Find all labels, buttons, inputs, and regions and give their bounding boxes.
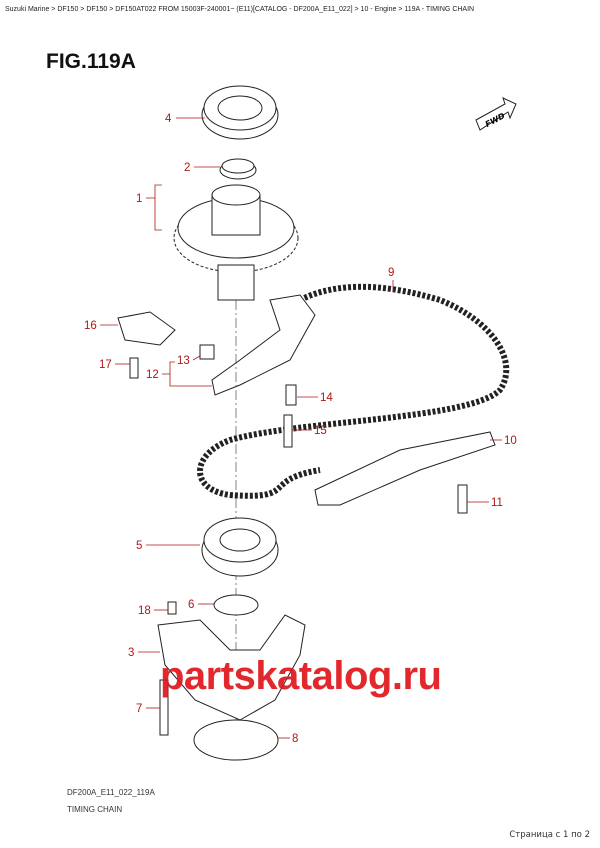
- svg-text:17: 17: [99, 359, 112, 371]
- part-bolt-15: [283, 414, 293, 448]
- diagram-code: DF200A_E11_022_119A: [67, 788, 155, 797]
- part-chain-guide: [211, 294, 316, 396]
- part-clip-13: [199, 344, 215, 360]
- callout-15[interactable]: 15: [292, 425, 327, 437]
- svg-text:4: 4: [165, 113, 172, 125]
- part-bolt-17: [129, 357, 139, 379]
- part-chain-tensioner: [314, 431, 496, 506]
- callout-13[interactable]: 13: [177, 355, 201, 367]
- svg-text:14: 14: [320, 392, 333, 404]
- part-pin-14: [285, 384, 297, 406]
- part-gear: [173, 184, 299, 301]
- svg-text:7: 7: [136, 703, 142, 715]
- watermark: partskatalog.ru: [160, 654, 442, 698]
- svg-text:6: 6: [188, 599, 194, 611]
- part-housing: [157, 614, 306, 721]
- svg-text:5: 5: [136, 540, 142, 552]
- pager: Страница с 1 по 2: [509, 830, 590, 840]
- callout-6[interactable]: 6: [188, 599, 214, 611]
- breadcrumb[interactable]: Suzuki Marine > DF150 > DF150 > DF150AT0…: [5, 6, 475, 13]
- callout-17[interactable]: 17: [99, 359, 130, 371]
- callout-10[interactable]: 10: [490, 435, 517, 447]
- part-bearing-lower: [201, 517, 279, 577]
- part-bearing-top: [201, 85, 279, 140]
- svg-text:3: 3: [128, 647, 134, 659]
- svg-text:11: 11: [491, 497, 503, 509]
- diagram-subtitle: TIMING CHAIN: [67, 805, 123, 814]
- svg-text:15: 15: [314, 425, 327, 437]
- callout-2[interactable]: 2: [184, 162, 220, 174]
- callout-8[interactable]: 8: [278, 733, 298, 745]
- part-dowel-18: [167, 601, 177, 615]
- svg-text:13: 13: [177, 355, 190, 367]
- callout-11[interactable]: 11: [467, 497, 503, 509]
- part-tensioner-adjuster: [117, 311, 176, 346]
- callout-14[interactable]: 14: [297, 392, 333, 404]
- svg-text:18: 18: [138, 605, 151, 617]
- callout-18[interactable]: 18: [138, 605, 168, 617]
- part-o-ring: [193, 719, 279, 761]
- fwd-arrow-icon: FWD: [475, 97, 517, 131]
- svg-text:16: 16: [84, 320, 97, 332]
- svg-text:8: 8: [292, 733, 298, 745]
- part-ring: [219, 158, 257, 180]
- svg-text:9: 9: [388, 267, 394, 279]
- svg-text:12: 12: [146, 369, 159, 381]
- svg-text:1: 1: [136, 193, 142, 205]
- callout-9[interactable]: 9: [388, 267, 394, 292]
- svg-text:10: 10: [504, 435, 517, 447]
- part-bolt-7: [159, 679, 169, 736]
- callout-16[interactable]: 16: [84, 320, 118, 332]
- callout-4[interactable]: 4: [165, 113, 205, 125]
- part-seal: [213, 594, 259, 616]
- callout-3[interactable]: 3: [128, 647, 160, 659]
- part-bolt-11: [457, 484, 468, 514]
- callout-1[interactable]: 1: [136, 184, 162, 231]
- callout-5[interactable]: 5: [136, 540, 200, 552]
- svg-text:2: 2: [184, 162, 190, 174]
- figure-title: FIG.119A: [46, 50, 136, 73]
- callout-12[interactable]: 12: [146, 361, 212, 387]
- callout-7[interactable]: 7: [136, 703, 160, 715]
- part-timing-chain: [197, 283, 510, 499]
